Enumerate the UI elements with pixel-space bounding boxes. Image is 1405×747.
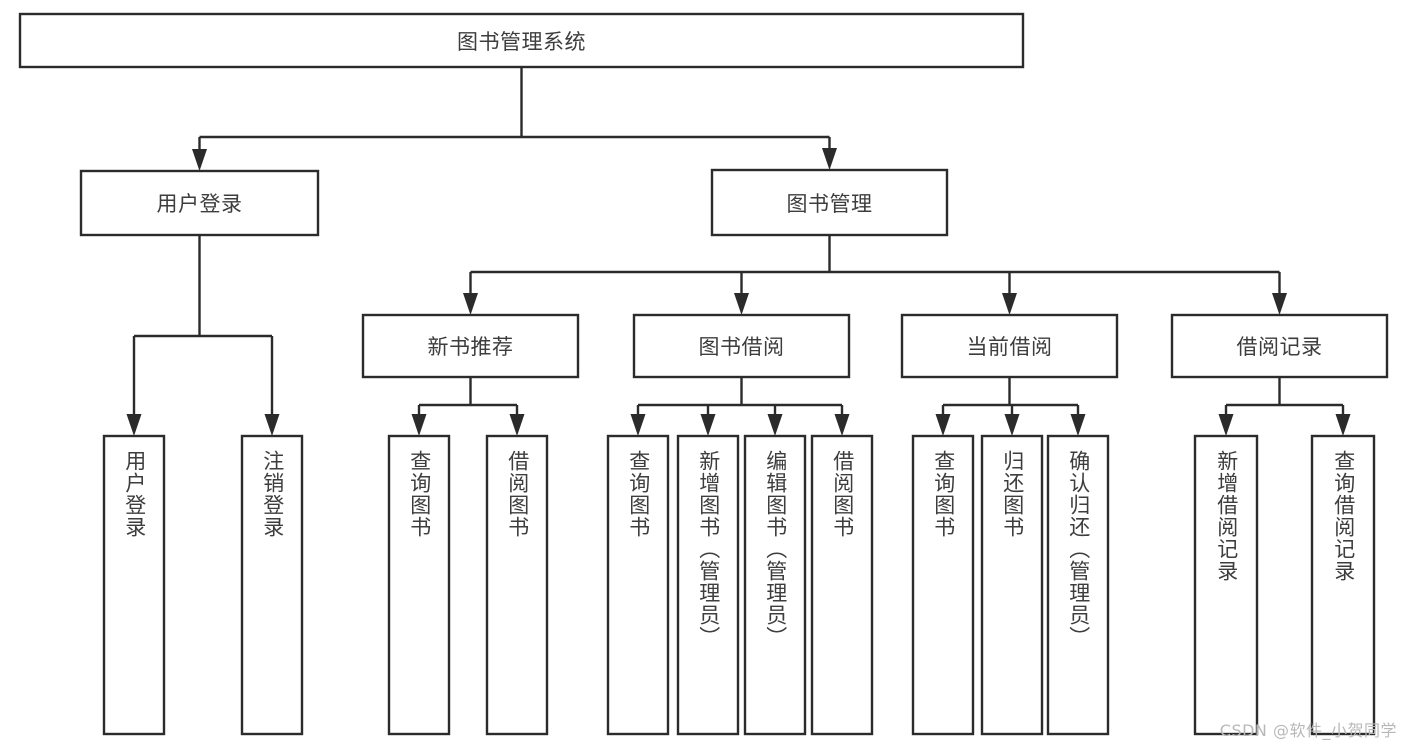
arrowhead-icon: [935, 414, 951, 436]
node-box-leaf-b-query[interactable]: [606, 434, 670, 736]
arrowhead-icon: [192, 149, 207, 171]
node-box-leaf-user-login[interactable]: [102, 434, 166, 736]
node-box-history[interactable]: [1170, 313, 1389, 379]
arrowhead-icon: [411, 414, 427, 436]
arrowhead-icon: [630, 414, 646, 436]
arrowhead-icon: [700, 414, 716, 436]
watermark-text: CSDN @软件_小贺同学: [1219, 721, 1397, 740]
node-box-borrow[interactable]: [632, 313, 851, 379]
arrowhead-icon: [1272, 293, 1287, 315]
arrowhead-icon: [463, 293, 478, 315]
arrowhead-icon: [509, 414, 525, 436]
node-box-leaf-b-add[interactable]: [676, 434, 740, 736]
node-box-root[interactable]: [18, 12, 1025, 69]
arrowhead-icon: [734, 293, 749, 315]
node-box-leaf-b-borrow[interactable]: [810, 434, 874, 736]
node-box-bookmgr[interactable]: [710, 168, 949, 237]
node-box-newrec[interactable]: [361, 313, 580, 379]
node-box-leaf-h-query[interactable]: [1310, 434, 1376, 736]
arrowhead-icon: [822, 148, 837, 170]
arrowhead-icon: [1218, 414, 1234, 436]
arrowhead-icon: [1335, 414, 1351, 436]
node-box-leaf-b-edit[interactable]: [743, 434, 807, 736]
arrowhead-icon: [126, 414, 142, 436]
arrowhead-icon: [1002, 293, 1017, 315]
node-box-leaf-new-query[interactable]: [387, 434, 451, 736]
node-box-leaf-h-add[interactable]: [1193, 434, 1259, 736]
arrowhead-icon: [767, 414, 783, 436]
node-box-leaf-new-borrow[interactable]: [485, 434, 549, 736]
arrowhead-icon: [834, 414, 850, 436]
arrowhead-icon: [264, 414, 280, 436]
node-box-leaf-c-return[interactable]: [980, 434, 1044, 736]
arrowhead-icon: [1070, 414, 1086, 436]
node-box-login[interactable]: [79, 169, 320, 237]
arrowhead-icon: [1004, 414, 1020, 436]
node-box-leaf-user-logout[interactable]: [240, 434, 304, 736]
node-box-leaf-c-confirm[interactable]: [1046, 434, 1110, 736]
node-box-leaf-c-query[interactable]: [911, 434, 975, 736]
node-box-current[interactable]: [900, 313, 1119, 379]
